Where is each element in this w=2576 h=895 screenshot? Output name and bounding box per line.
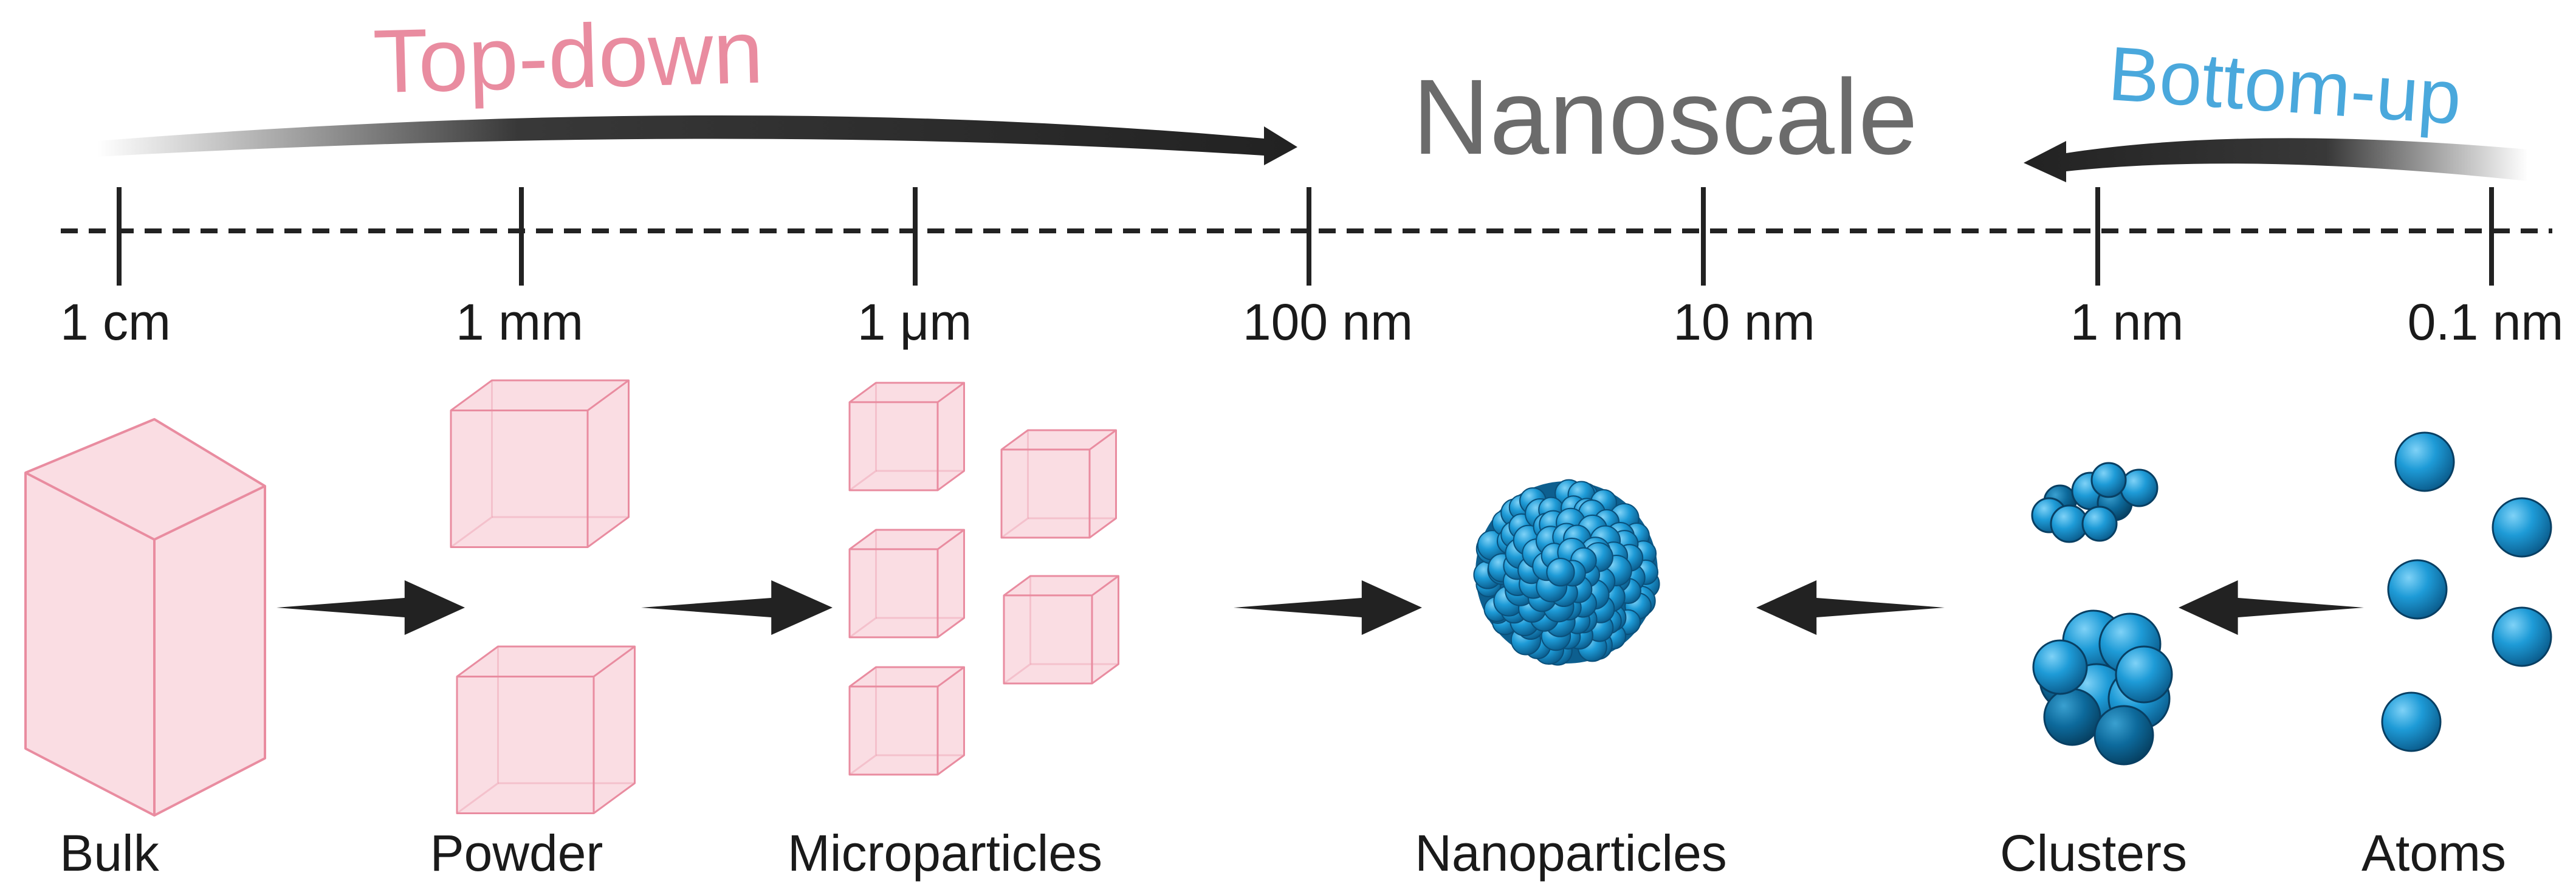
micro-cube-3-body — [848, 529, 965, 639]
arrow-micro-to-nano — [1234, 580, 1422, 635]
micro-cube-4-hidden-edge — [1003, 576, 1031, 685]
tick-label-10nm: 10 nm — [1673, 293, 1815, 351]
large-cluster-sphere-5 — [2043, 688, 2101, 746]
arrow-powder-to-micro — [641, 580, 833, 635]
tick-label-1nm: 1 nm — [2070, 293, 2184, 351]
nanoscale-title: Nanoscale — [1412, 58, 1918, 177]
category-label-atoms: Atoms — [2361, 825, 2507, 882]
powder-cube-top-hidden-edge — [450, 380, 493, 548]
powder-cube-bottom — [456, 645, 636, 814]
micro-cube-3 — [848, 529, 965, 639]
micro-cube-1-hidden-edge — [849, 383, 877, 492]
micro-cube-1 — [848, 382, 965, 492]
large-cluster-sphere-8 — [2115, 645, 2173, 704]
tick-label-1um: 1 μm — [857, 293, 972, 351]
tick-label-01nm: 0.1 nm — [2407, 293, 2564, 351]
flow-arrows — [276, 580, 2364, 635]
micro-cube-2 — [1000, 429, 1117, 539]
powder-cube-bottom-hidden-edge — [456, 646, 499, 814]
micro-cube-1-body — [848, 382, 965, 492]
atom-sphere-4 — [2381, 691, 2442, 752]
cluster-icons — [2031, 462, 2173, 766]
small-cluster-sphere-7 — [2090, 462, 2127, 498]
tick-label-1cm: 1 cm — [60, 293, 171, 351]
atom-sphere-2 — [2387, 559, 2448, 620]
micro-cube-3-hidden-edge — [849, 530, 877, 639]
cube-group — [450, 379, 1119, 814]
small-cluster-sphere-6 — [2120, 468, 2159, 507]
atom-icons — [2381, 431, 2552, 752]
category-label-bulk: Bulk — [60, 825, 159, 882]
arrow-bulk-to-powder — [276, 580, 465, 635]
powder-cube-bottom-body — [456, 645, 636, 814]
tick-label-1mm: 1 mm — [456, 293, 583, 351]
tick-label-100nm: 100 nm — [1242, 293, 1413, 351]
scale-ticks — [117, 187, 2494, 286]
bulk-block-icon — [24, 418, 266, 817]
nanoparticle-sphere-icon — [1473, 479, 1660, 666]
top-down-swoosh-arrow — [97, 115, 1297, 165]
top-down-label: Top-down — [372, 1, 764, 112]
arrow-clusters-to-nano — [1756, 580, 1945, 635]
bottom-up-swoosh-arrow — [2024, 138, 2528, 182]
micro-cube-5-hidden-edge — [849, 667, 877, 776]
micro-cube-2-hidden-edge — [1001, 430, 1029, 539]
category-label-powder: Powder — [430, 825, 603, 882]
category-label-clusters: Clusters — [1999, 825, 2188, 882]
micro-cube-5-body — [848, 666, 965, 776]
nano-subsphere-100 — [1546, 557, 1575, 587]
category-label-nanoparticles: Nanoparticles — [1415, 825, 1727, 882]
small-cluster-sphere-5 — [2081, 506, 2118, 542]
atom-sphere-0 — [2394, 431, 2455, 492]
micro-cube-2-body — [1000, 429, 1117, 539]
category-label-microparticles: Microparticles — [787, 825, 1103, 882]
atom-sphere-3 — [2492, 606, 2552, 667]
atom-sphere-1 — [2492, 497, 2552, 558]
powder-cube-top — [450, 379, 630, 548]
powder-cube-top-body — [450, 379, 630, 548]
arrow-atoms-to-clusters — [2179, 580, 2364, 635]
large-cluster-sphere-7 — [2032, 639, 2088, 695]
micro-cube-4-body — [1003, 575, 1119, 685]
micro-cube-4 — [1003, 575, 1119, 685]
micro-cube-5 — [848, 666, 965, 776]
large-cluster-sphere-6 — [2093, 705, 2154, 766]
